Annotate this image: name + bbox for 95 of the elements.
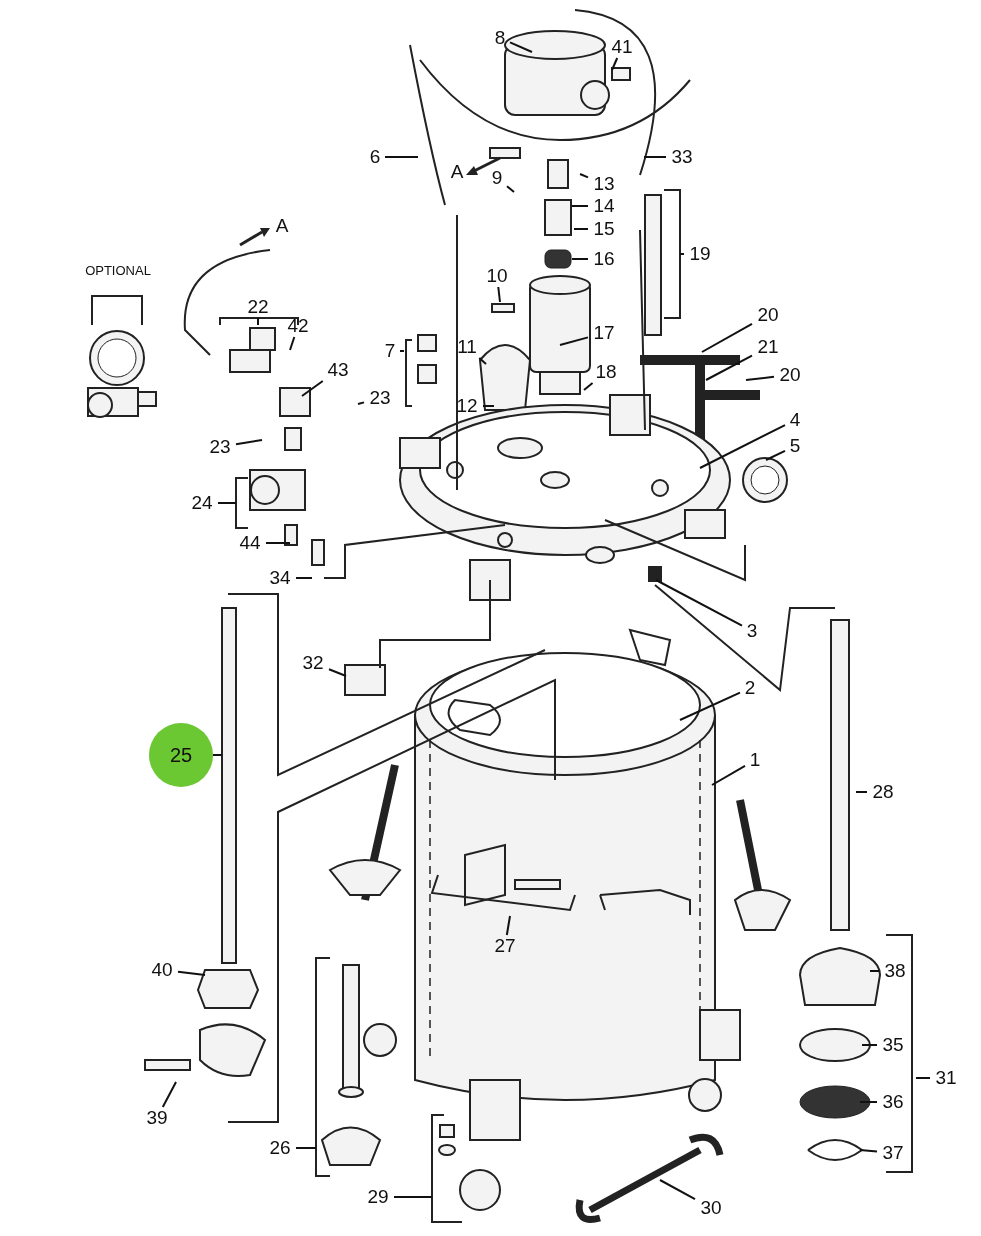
callout-number: 4 <box>787 409 803 431</box>
leader-line <box>915 1077 931 1079</box>
callout-number: 22 <box>245 296 271 318</box>
callout-number: 34 <box>267 567 293 589</box>
callout-number: 40 <box>149 959 175 981</box>
callout-number: 18 <box>593 361 619 383</box>
leader-line <box>571 205 589 207</box>
leader-line <box>643 156 667 158</box>
leader-line <box>482 405 495 407</box>
callout-number: 27 <box>492 935 518 957</box>
callout-number: 8 <box>492 27 508 49</box>
callout-number: 23 <box>367 387 393 409</box>
callout-number: 29 <box>365 1186 391 1208</box>
leader-line <box>655 579 743 627</box>
callout-number: 6 <box>367 146 383 168</box>
leader-line <box>699 424 786 469</box>
leader-line <box>679 691 741 721</box>
leader-line <box>506 185 515 193</box>
leader-line <box>235 439 263 446</box>
leader-line <box>583 382 594 391</box>
leader-line <box>217 502 237 504</box>
callout-number: 13 <box>591 173 617 195</box>
leader-line <box>295 1147 317 1149</box>
connection-letter: A <box>275 215 289 237</box>
leader-line <box>161 1081 177 1108</box>
callout-number: 9 <box>489 167 505 189</box>
leader-line <box>571 258 589 260</box>
leader-line <box>855 791 868 793</box>
leader-line <box>357 401 365 405</box>
callout-number: 5 <box>787 435 803 457</box>
leader-line <box>505 915 511 936</box>
callout-number: 30 <box>698 1197 724 1219</box>
leader-line <box>573 228 589 230</box>
callout-number: 37 <box>880 1142 906 1164</box>
callout-number: 14 <box>591 195 617 217</box>
leader-line <box>705 354 753 381</box>
callout-number: 31 <box>933 1067 959 1089</box>
callout-number: 43 <box>325 359 351 381</box>
callout-number: 10 <box>484 265 510 287</box>
callout-number: 23 <box>207 436 233 458</box>
leader-line <box>679 253 685 255</box>
leader-line <box>399 350 405 352</box>
callout-number: 20 <box>755 304 781 326</box>
callout-number: 20 <box>777 364 803 386</box>
callout-number: 17 <box>591 322 617 344</box>
callout-number: 2 <box>742 677 758 699</box>
leader-line <box>212 754 223 756</box>
leader-line <box>295 577 313 579</box>
leader-line <box>393 1196 433 1198</box>
callout-number: 3 <box>744 620 760 642</box>
callout-number: 1 <box>747 749 763 771</box>
leader-line <box>257 317 259 326</box>
leader-line <box>384 156 419 158</box>
callout-number: 42 <box>285 315 311 337</box>
leader-line <box>579 173 589 179</box>
callout-number: 33 <box>669 146 695 168</box>
callout-number: 39 <box>144 1107 170 1129</box>
leader-line <box>859 1149 878 1153</box>
leader-line <box>301 380 324 397</box>
callout-number: 38 <box>882 960 908 982</box>
callout-number: 21 <box>755 336 781 358</box>
callout-number: 41 <box>609 36 635 58</box>
leader-line <box>659 1179 696 1201</box>
leader-line <box>711 764 746 786</box>
leader-line <box>861 1044 878 1046</box>
connection-letter: A <box>450 161 464 183</box>
leader-line <box>559 336 589 346</box>
leader-line <box>289 336 296 351</box>
leader-line <box>265 542 291 544</box>
highlight-circle: 25 <box>149 723 213 787</box>
callout-number: 26 <box>267 1137 293 1159</box>
note-label: OPTIONAL <box>85 262 151 278</box>
callout-number: 28 <box>870 781 896 803</box>
callout-number: 44 <box>237 532 263 554</box>
leader-line <box>509 41 533 53</box>
callout-number: 36 <box>880 1091 906 1113</box>
leader-line <box>869 970 880 972</box>
callout-number: 7 <box>382 340 398 362</box>
leader-line <box>611 57 619 71</box>
callout-number: 15 <box>591 218 617 240</box>
leader-line <box>497 286 501 303</box>
callout-number: 35 <box>880 1034 906 1056</box>
callout-number: 12 <box>454 395 480 417</box>
callout-number: 11 <box>455 336 479 358</box>
leader-line <box>328 668 347 677</box>
callout-number: 16 <box>591 248 617 270</box>
leader-line <box>478 357 487 365</box>
leader-line <box>177 970 206 976</box>
callout-number: 19 <box>687 243 713 265</box>
leader-line <box>859 1101 878 1103</box>
leader-line <box>765 449 786 461</box>
leader-line <box>745 375 775 381</box>
callout-number: 32 <box>300 652 326 674</box>
leader-line <box>701 322 753 353</box>
callout-number: 24 <box>189 492 215 514</box>
